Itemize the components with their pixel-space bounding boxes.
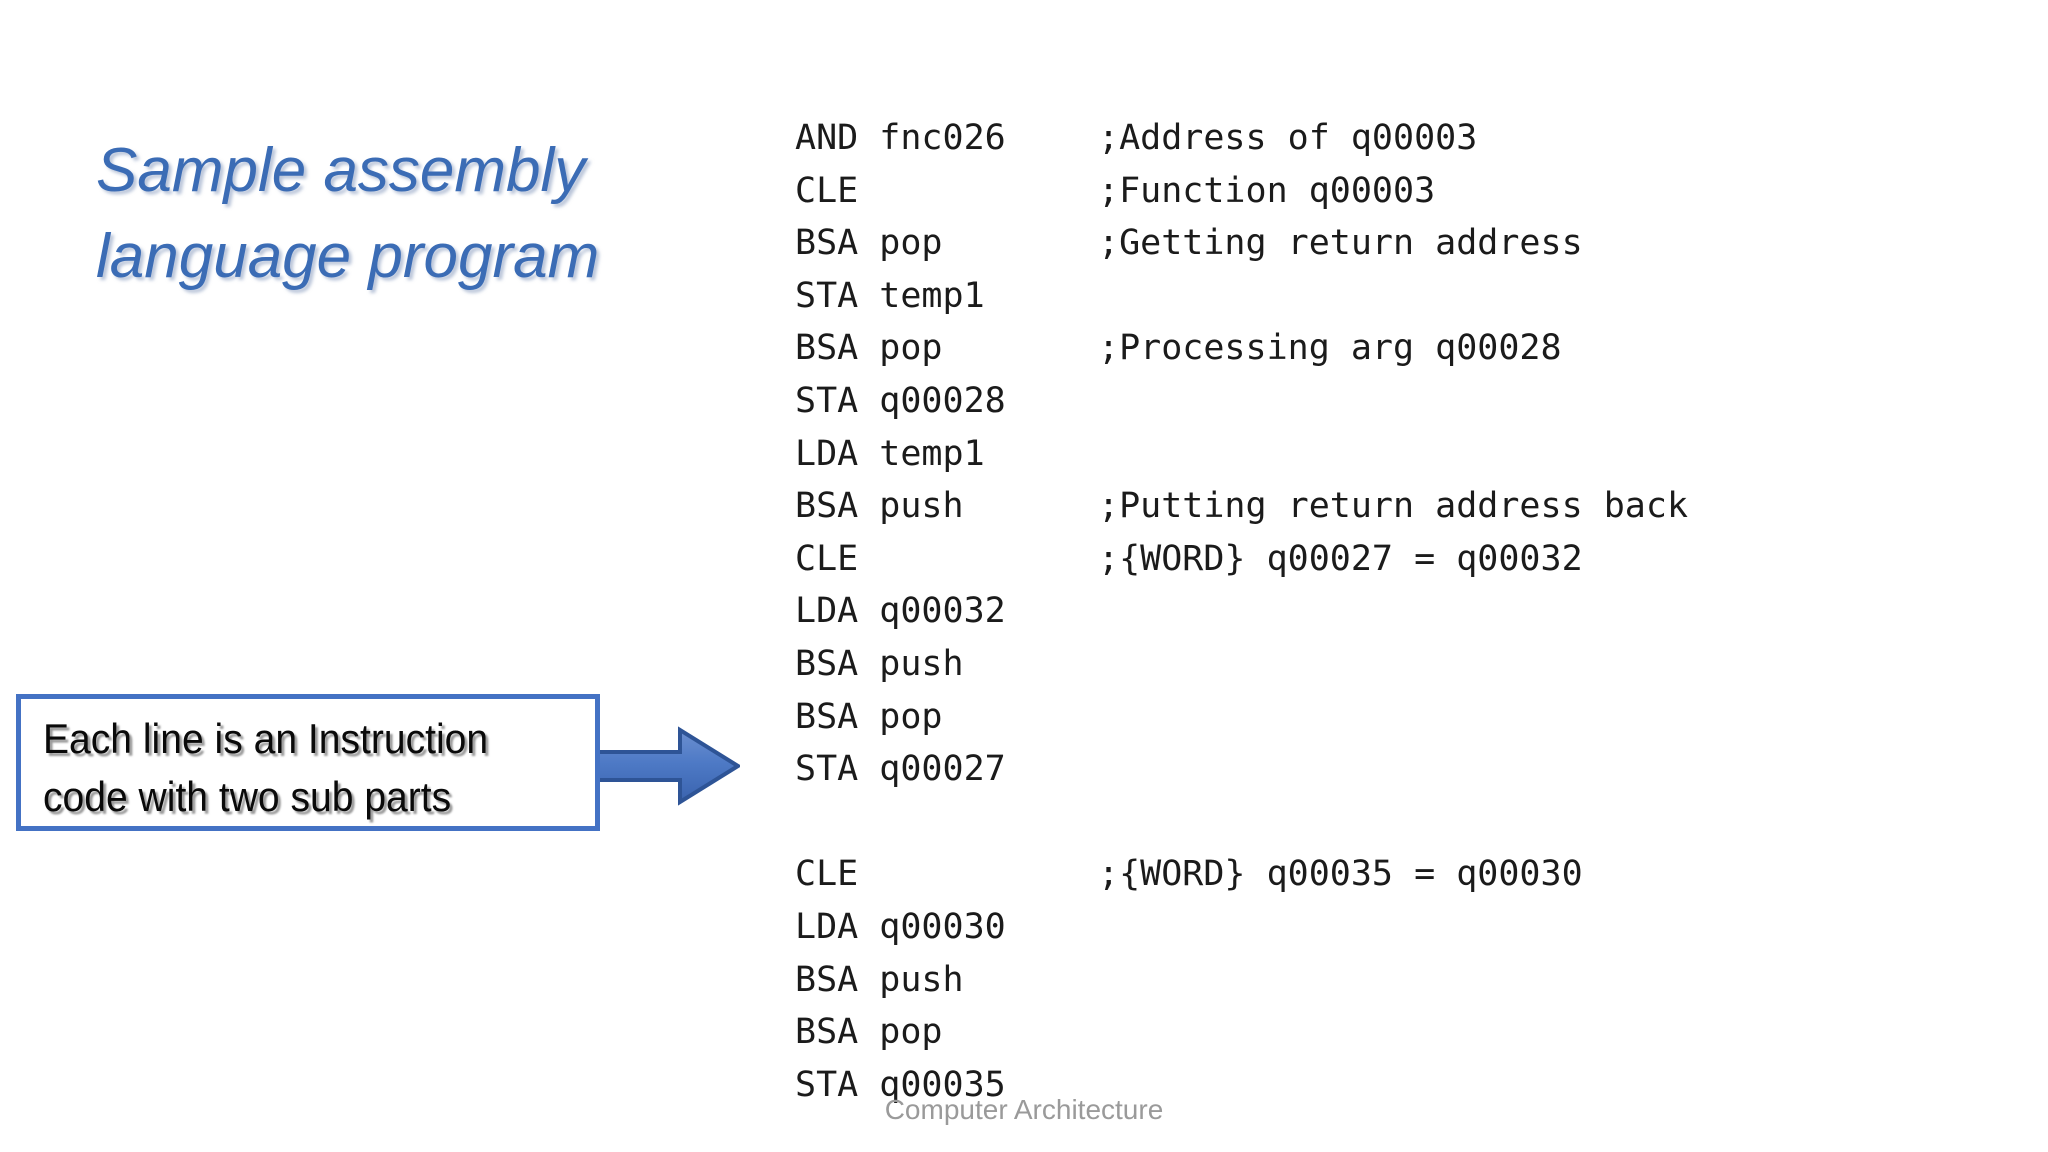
code-mnemonic: LDA temp1 [795,433,985,474]
code-mnemonic: STA q00035 [795,1064,1006,1105]
code-mnemonic: CLE [795,170,859,211]
code-mnemonic: BSA pop [795,223,943,264]
code-line: BSA push ;Putting return address back [795,480,1688,533]
code-comment: ;Processing arg q00028 [1098,328,1562,369]
code-mnemonic: CLE [795,854,859,895]
code-line: BSA pop [795,691,1688,744]
code-line: LDA q00030 [795,901,1688,954]
code-mnemonic: STA temp1 [795,275,985,316]
code-mnemonic: BSA push [795,959,964,1000]
code-line: BSA pop ;Getting return address [795,217,1688,270]
code-line: BSA pop [795,1006,1688,1059]
code-line: STA q00028 [795,375,1688,428]
code-line: STA temp1 [795,270,1688,323]
code-mnemonic: STA q00028 [795,380,1006,421]
code-mnemonic: LDA q00032 [795,591,1006,632]
code-line: BSA pop ;Processing arg q00028 [795,322,1688,375]
code-comment: ;Putting return address back [1098,486,1689,527]
code-mnemonic: BSA pop [795,1012,943,1053]
code-line [795,796,1688,849]
code-line: BSA push [795,638,1688,691]
code-mnemonic: BSA pop [795,328,943,369]
code-line: CLE ;{WORD} q00027 = q00032 [795,533,1688,586]
code-mnemonic: AND fnc026 [795,118,1006,158]
code-line: CLE ;Function q00003 [795,165,1688,218]
code-line: STA q00027 [795,743,1688,796]
code-mnemonic: BSA push [795,486,964,527]
slide-footer: Computer Architecture [884,1094,1164,1125]
code-comment: ;Address of q00003 [1098,118,1478,158]
page-title: Sample assembly language program [96,136,600,291]
callout-text: Each line is an Instruction code with tw… [43,715,489,820]
code-line: CLE ;{WORD} q00035 = q00030 [795,848,1688,901]
code-mnemonic: STA q00027 [795,749,1006,790]
code-line: LDA q00032 [795,585,1688,638]
code-line: LDA temp1 [795,428,1688,481]
code-comment: ;Getting return address [1098,223,1583,264]
code-mnemonic: CLE [795,538,859,579]
code-mnemonic: BSA push [795,643,964,684]
code-line: BSA push [795,954,1688,1007]
code-comment: ;{WORD} q00035 = q00030 [1098,854,1583,895]
right-block-arrow-icon [588,726,740,806]
callout-box[interactable]: Each line is an Instruction code with tw… [16,694,600,831]
code-comment: ;{WORD} q00027 = q00032 [1098,538,1583,579]
code-mnemonic: LDA q00030 [795,906,1006,947]
code-line: AND fnc026 ;Address of q00003 [795,112,1688,165]
code-comment: ;Function q00003 [1098,170,1436,211]
code-mnemonic: BSA pop [795,696,943,737]
code-line: STA q00035 [795,1059,1688,1112]
